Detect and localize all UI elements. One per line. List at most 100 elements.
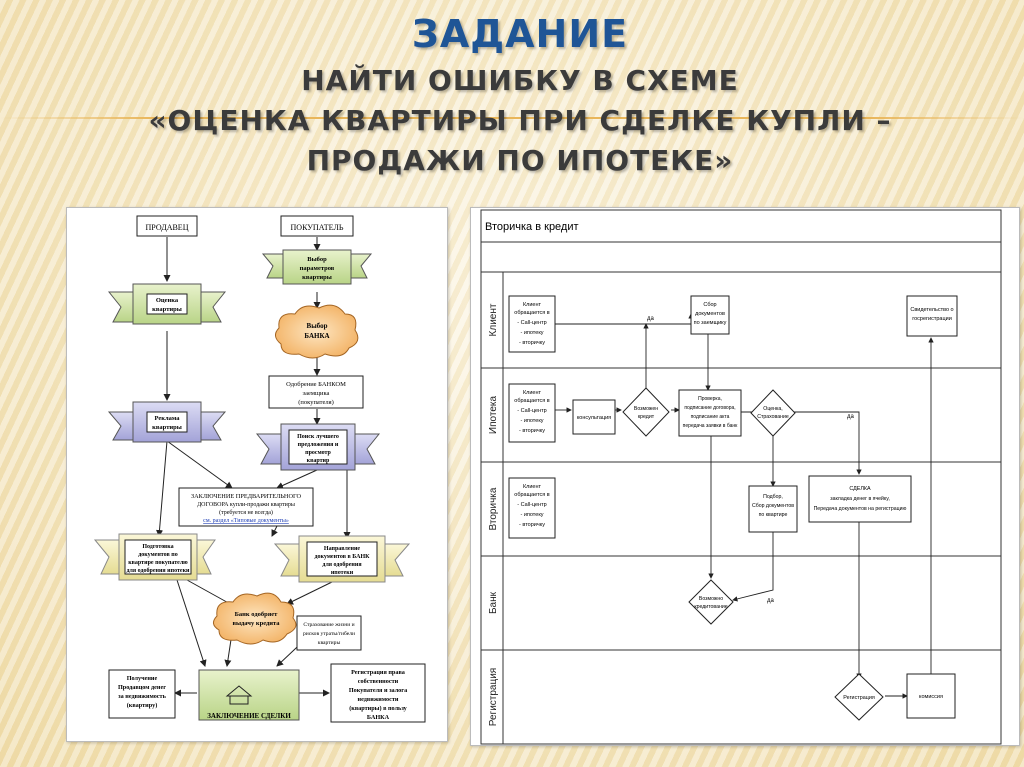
svg-text:- ипотеку: - ипотеку <box>520 512 543 518</box>
choose-params-banner: Выбор параметров квартиры <box>261 249 373 285</box>
commission-box: комиссия <box>906 673 956 719</box>
buyer-box: ПОКУПАТЕЛЬ <box>280 215 354 237</box>
check-sign-box: Проверка, подписание договора, подписани… <box>678 389 742 437</box>
svg-text:документов в БАНК: документов в БАНК <box>315 554 371 560</box>
svg-text:- вторичку: - вторичку <box>519 522 545 528</box>
svg-text:Клиент: Клиент <box>523 484 542 490</box>
title-divider <box>0 117 1024 119</box>
svg-text:ПРОДАВЕЦ: ПРОДАВЕЦ <box>146 223 189 232</box>
loan-approved-cloud: Банк одобряет выдачу кредита <box>213 592 297 645</box>
svg-text:для одобрения: для одобрения <box>322 561 362 568</box>
svg-text:(требуется не всегда): (требуется не всегда) <box>219 509 273 516</box>
receive-money-box: Получение Продавцом денег за недвижимост… <box>108 669 176 719</box>
svg-text:заемщика: заемщика <box>303 390 330 397</box>
insurance-box: Страхование жизни и рисков утраты/гибели… <box>296 615 362 651</box>
svg-text:квартиры: квартиры <box>318 640 341 646</box>
yes-label-3: да <box>767 598 775 604</box>
svg-text:ПОКУПАТЕЛЬ: ПОКУПАТЕЛЬ <box>291 223 344 232</box>
yes-label-2: да <box>847 414 855 420</box>
client-call-box-3: Клиент обращается в - Call-центр - ипоте… <box>508 477 556 539</box>
svg-text:документов по: документов по <box>138 552 177 558</box>
svg-text:- вторичку: - вторичку <box>519 340 545 346</box>
subtitle-line-2: «ОЦЕНКА КВАРТИРЫ ПРИ СДЕЛКЕ КУПЛИ – <box>148 104 892 137</box>
credit-possible-diamond: Возможен кредит <box>622 387 670 437</box>
svg-text:ипотеки: ипотеки <box>331 570 354 576</box>
search-banner: Поиск лучшего предложения и просмотр ква… <box>255 423 381 471</box>
svg-text:Получение: Получение <box>127 675 158 682</box>
svg-text:кредитование: кредитование <box>694 604 727 610</box>
svg-text:(квартиру): (квартиру) <box>127 702 158 709</box>
svg-text:Возможно: Возможно <box>699 596 723 602</box>
evaluation-banner: Оценка квартиры <box>107 283 227 325</box>
svg-text:закладка денег в ячейку,: закладка денег в ячейку, <box>830 495 890 502</box>
svg-text:ДОГОВОРА купли-продажи квартир: ДОГОВОРА купли-продажи квартиры <box>197 502 295 508</box>
svg-text:квартиры: квартиры <box>302 274 332 281</box>
select-docs-box: Подбор, Сбор документов по квартире <box>748 485 798 533</box>
svg-text:- Call-центр: - Call-центр <box>517 502 546 508</box>
svg-text:ЗАКЛЮЧЕНИЕ ПРЕДВАРИТЕЛЬНОГО: ЗАКЛЮЧЕНИЕ ПРЕДВАРИТЕЛЬНОГО <box>191 493 302 500</box>
svg-text:подписание договора,: подписание договора, <box>684 405 735 411</box>
slide-header: ЗАДАНИЕ НАЙТИ ОШИБКУ В СХЕМЕ «ОЦЕНКА КВА… <box>0 0 1024 200</box>
svg-text:Подготовка: Подготовка <box>142 544 173 550</box>
client-call-box-2: Клиент обращается в - Call-центр - ипоте… <box>508 383 556 443</box>
collect-docs-box: Сбор документов по заемщику <box>690 295 730 335</box>
svg-text:рисков утраты/гибели: рисков утраты/гибели <box>303 630 355 637</box>
svg-text:Передача документов на регистр: Передача документов на регистрацию <box>814 506 907 512</box>
swimlane-title: Вторичка в кредит <box>485 221 579 233</box>
svg-text:по квартире: по квартире <box>759 512 788 518</box>
svg-text:СДЕЛКА: СДЕЛКА <box>849 486 871 492</box>
svg-text:- вторичку: - вторичку <box>519 428 545 434</box>
svg-text:Регистрация права: Регистрация права <box>351 669 405 676</box>
svg-text:за недвижимость: за недвижимость <box>118 693 166 700</box>
certificate-box: Свидетельство о госрегистрации <box>906 295 958 337</box>
svg-text:Одобрение БАНКОМ: Одобрение БАНКОМ <box>286 381 346 388</box>
svg-text:комиссия: комиссия <box>919 694 943 700</box>
flowchart-diagram: ПРОДАВЕЦ ПОКУПАТЕЛЬ Выбор параметров ква… <box>93 215 426 723</box>
svg-text:для одобрения ипотеки: для одобрения ипотеки <box>126 567 190 574</box>
svg-text:Страхование жизни и: Страхование жизни и <box>303 622 354 628</box>
svg-text:БАНКА: БАНКА <box>367 714 390 721</box>
svg-text:выдачу кредита: выдачу кредита <box>232 620 280 627</box>
svg-text:Направление: Направление <box>324 546 360 552</box>
svg-text:Покупателя и залога: Покупателя и залога <box>349 687 407 694</box>
svg-text:обращается в: обращается в <box>514 398 550 404</box>
consultation-box: консультация <box>572 399 616 435</box>
deal-box-right: СДЕЛКА закладка денег в ячейку, Передача… <box>808 475 912 523</box>
svg-text:- ипотеку: - ипотеку <box>520 330 543 336</box>
deal-box: ЗАКЛЮЧЕНИЕ СДЕЛКИ <box>198 669 300 721</box>
svg-text:Регистрация: Регистрация <box>843 695 875 701</box>
svg-text:Банк одобряет: Банк одобряет <box>235 611 279 618</box>
subtitle-line-1: НАЙТИ ОШИБКУ В СХЕМЕ <box>301 64 739 97</box>
svg-text:кредит: кредит <box>638 414 655 420</box>
svg-text:собственности: собственности <box>358 678 399 685</box>
svg-text:обращается в: обращается в <box>514 492 550 498</box>
send-docs-banner: Направление документов в БАНК для одобре… <box>273 535 411 583</box>
svg-text:недвижимости: недвижимости <box>358 696 399 703</box>
svg-text:Оценка,: Оценка, <box>763 406 782 412</box>
swimlane-diagram: Вторичка в кредит Клиент Ипотека Вторичк… <box>480 209 1002 745</box>
evaluation-insurance-diamond: Оценка, Страхование <box>750 389 796 437</box>
svg-text:подписание акта: подписание акта <box>691 414 730 420</box>
svg-text:передача заявки в банк: передача заявки в банк <box>683 423 738 429</box>
svg-text:квартир: квартир <box>307 458 330 464</box>
svg-text:Страхование: Страхование <box>757 414 789 420</box>
client-call-box-1: Клиент обращается в - Call-центр - ипоте… <box>508 295 556 353</box>
svg-text:- ипотеку: - ипотеку <box>520 418 543 424</box>
bank-approval-box: Одобрение БАНКОМ заемщика (покупателя) <box>268 375 364 409</box>
slide-title: ЗАДАНИЕ <box>411 12 629 56</box>
svg-text:БАНКА: БАНКА <box>304 332 329 340</box>
seller-box: ПРОДАВЕЦ <box>136 215 198 237</box>
svg-text:квартиры: квартиры <box>152 424 182 431</box>
lane-label-registration: Регистрация <box>488 668 499 726</box>
yes-label-1: да <box>647 316 655 322</box>
svg-text:обращается в: обращается в <box>514 310 550 316</box>
left-flowchart-panel: ПРОДАВЕЦ ПОКУПАТЕЛЬ Выбор параметров ква… <box>66 207 448 742</box>
svg-text:консультация: консультация <box>577 415 611 421</box>
subtitle-line-3: ПРОДАЖИ ПО ИПОТЕКЕ» <box>306 144 734 177</box>
lane-label-client: Клиент <box>488 303 499 336</box>
svg-text:см. раздел «Типовые документы»: см. раздел «Типовые документы» <box>203 518 289 524</box>
lane-label-mortgage: Ипотека <box>488 396 499 435</box>
registration-box: Регистрация права собственности Покупате… <box>330 663 426 723</box>
right-swimlane-panel: Вторичка в кредит Клиент Ипотека Вторичк… <box>470 207 1020 746</box>
svg-text:Подбор,: Подбор, <box>763 494 783 500</box>
